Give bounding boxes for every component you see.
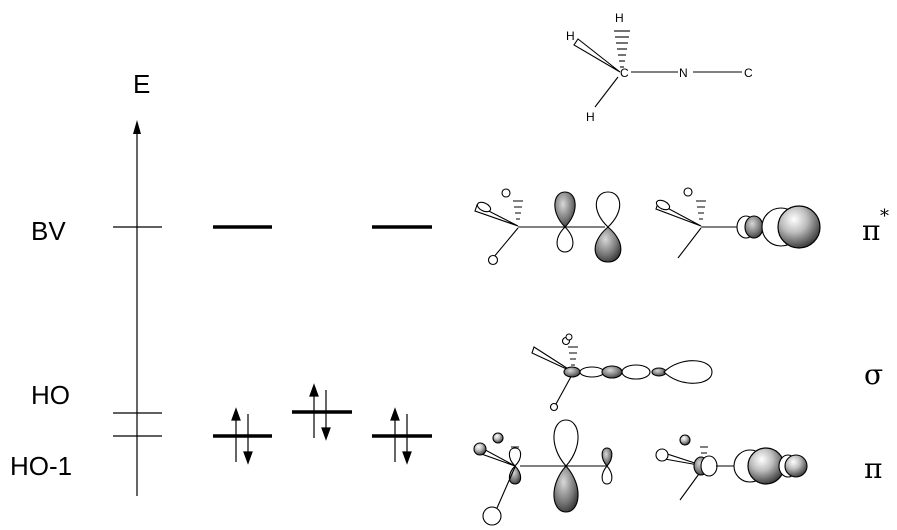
- bond-c-h-bottom: [594, 76, 619, 108]
- orbital-pi-view2: [655, 434, 808, 501]
- orbital-pistar-view2: [655, 187, 821, 259]
- hashed-bond: [614, 30, 630, 68]
- atom-n: N: [679, 66, 688, 80]
- ho1-label: HO-1: [10, 451, 72, 481]
- atom-c1: C: [620, 66, 629, 80]
- electron-pair-3: [390, 407, 412, 465]
- pistar-label: π: [862, 214, 880, 247]
- spin-up-icon: [390, 407, 400, 421]
- energy-axis-arrow-icon: [133, 120, 141, 134]
- bv-label: BV: [31, 216, 66, 246]
- level-ticks: BV HO HO-1: [10, 216, 162, 481]
- orbital-pi-view1: [473, 419, 613, 526]
- molecule-structure: H H H C N C: [566, 11, 753, 124]
- spin-down-icon: [243, 451, 253, 465]
- energy-levels: [213, 225, 432, 438]
- ho-label: HO: [31, 380, 70, 410]
- sigma-label: σ: [864, 358, 883, 391]
- electron-pair-1: [231, 407, 253, 465]
- pistar-superscript: *: [880, 206, 889, 227]
- electron-pairs: [231, 383, 412, 465]
- atom-h-left: H: [566, 29, 575, 43]
- spin-down-icon: [321, 427, 331, 441]
- orbital-sigma: [531, 333, 713, 412]
- pi-label: π: [864, 452, 882, 485]
- spin-up-icon: [309, 383, 319, 397]
- electron-pair-2: [309, 383, 331, 441]
- atom-h-bottom: H: [586, 110, 595, 124]
- energy-axis: E: [133, 69, 150, 496]
- atom-c2: C: [744, 66, 753, 80]
- energy-axis-label: E: [133, 69, 150, 99]
- wedge-bond: [573, 38, 621, 73]
- spin-up-icon: [231, 407, 241, 421]
- spin-down-icon: [402, 451, 412, 465]
- orbital-pistar-view1: [474, 188, 622, 266]
- atom-h-top: H: [615, 11, 624, 25]
